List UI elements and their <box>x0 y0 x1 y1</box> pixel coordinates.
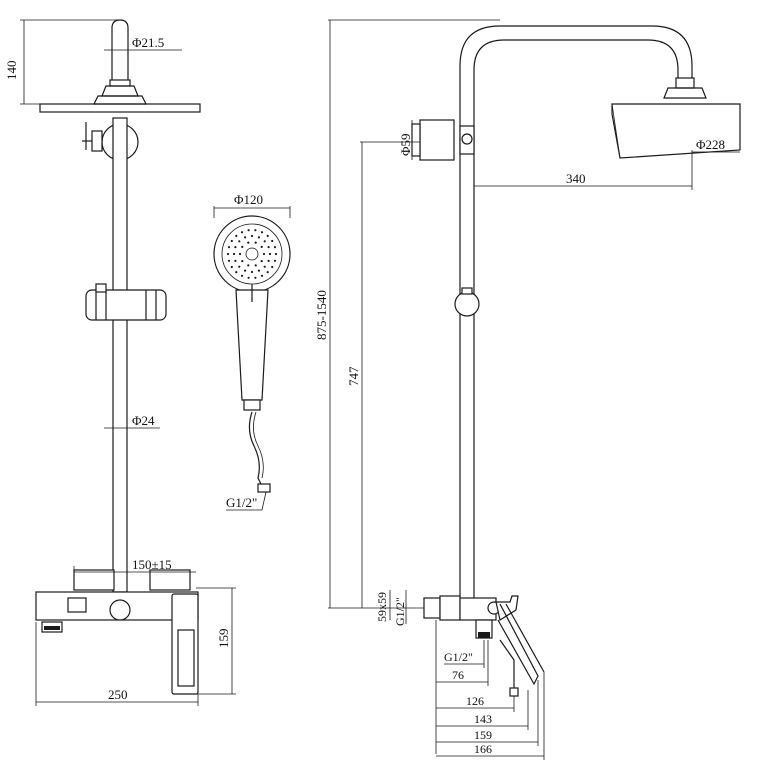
front-arm <box>111 19 129 82</box>
dim-thread-bottom: G1/2" <box>444 650 473 664</box>
spray-dot <box>260 245 263 248</box>
spray-dot <box>247 276 250 279</box>
dim-mixer-height: 159 <box>216 629 231 649</box>
spray-dot <box>274 252 278 256</box>
dim-depth-126: 126 <box>466 694 484 708</box>
dim-arm-diameter: Φ21.5 <box>132 35 164 50</box>
spray-dot <box>254 229 257 232</box>
spray-dot <box>227 259 231 262</box>
spray-dot <box>238 252 242 256</box>
hand-shower: Φ120 G1/2" <box>213 192 291 511</box>
dim-arm-reach: 340 <box>566 171 586 186</box>
handshower-hose <box>248 411 263 487</box>
spray-dot <box>271 265 274 269</box>
dim-depth-166: 166 <box>474 742 492 756</box>
side-slider <box>454 291 480 317</box>
dim-mixer-width: 250 <box>108 687 128 702</box>
spray-dot <box>244 269 247 272</box>
spray-dot <box>254 241 257 244</box>
spray-dot <box>271 239 274 243</box>
dim-handshower-diameter: Φ120 <box>234 192 263 207</box>
front-dimensions: 140 Φ21.5 Φ24 150±15 159 250 <box>4 19 236 706</box>
dim-thread-top: G1/2" <box>393 597 407 626</box>
spray-dot <box>247 264 250 267</box>
side-dimensions: 875-1540 747 Φ59 340 Φ228 59x59 G1/2" G1… <box>314 19 740 760</box>
dim-holder-diameter: Φ59 <box>398 133 413 156</box>
spray-dot <box>230 239 233 243</box>
handshower-head <box>213 215 291 293</box>
spray-dot <box>235 234 238 237</box>
dim-handshower-thread: G1/2" <box>226 495 257 510</box>
side-arm <box>459 25 693 600</box>
spray-dot <box>241 245 244 248</box>
front-shower-head <box>39 103 201 113</box>
spray-dot <box>240 274 244 277</box>
spray-dot <box>226 252 230 256</box>
handshower-handle <box>235 289 269 401</box>
spray-dot <box>263 265 266 268</box>
front-view <box>35 19 201 695</box>
spray-dot <box>260 231 264 234</box>
spray-dot <box>238 240 241 243</box>
spray-dot <box>254 276 257 279</box>
side-shower-head <box>611 103 741 159</box>
spray-dot <box>247 241 250 244</box>
spray-dot <box>273 259 277 262</box>
spray-dot <box>267 259 270 262</box>
spray-dot <box>254 264 257 267</box>
spray-dot <box>262 252 266 256</box>
dim-depth-159: 159 <box>474 728 492 742</box>
dim-total-height: 875-1540 <box>314 290 329 340</box>
dim-rod-diameter: Φ24 <box>132 413 155 428</box>
spray-dot <box>260 274 264 277</box>
dim-outlet-height: 747 <box>346 366 361 386</box>
spray-dot <box>244 236 247 239</box>
dim-depth-143: 143 <box>474 712 492 726</box>
spray-dot <box>232 252 236 256</box>
front-slider <box>85 289 167 321</box>
spray-dot <box>273 246 277 249</box>
spray-dot <box>234 246 237 249</box>
spray-dots <box>226 229 278 279</box>
spray-dot <box>257 269 260 272</box>
dim-inlet-spacing: 150±15 <box>132 557 172 572</box>
side-view <box>411 25 741 697</box>
spray-dot <box>263 240 266 243</box>
dim-head-height: 140 <box>4 61 19 81</box>
spray-dot <box>260 260 263 263</box>
spray-dot <box>241 260 244 263</box>
spray-dot <box>250 270 254 274</box>
spray-dot <box>234 259 237 262</box>
spray-dot <box>266 271 269 274</box>
side-holder <box>419 119 455 161</box>
spray-dot <box>267 246 270 249</box>
dim-depth-76: 76 <box>452 668 464 682</box>
dim-head-diameter: Φ228 <box>696 137 725 152</box>
dim-mixer-body: 59x59 <box>375 592 389 622</box>
spray-dot <box>235 271 238 274</box>
front-rod <box>112 117 128 593</box>
spray-dot <box>247 229 250 232</box>
spray-dot <box>266 234 269 237</box>
spray-dot <box>240 231 244 234</box>
spray-dot <box>250 234 254 238</box>
spray-dot <box>238 265 241 268</box>
spray-dot <box>257 236 260 239</box>
spray-dot <box>230 265 233 269</box>
spray-dot <box>268 252 272 256</box>
spray-dot <box>227 246 231 249</box>
